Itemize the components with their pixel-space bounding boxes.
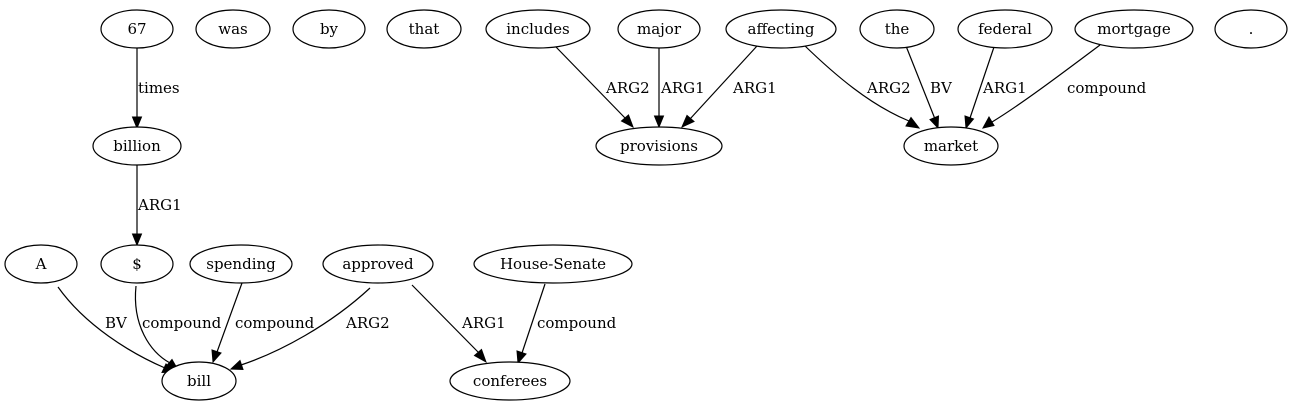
svg-text:spending: spending xyxy=(206,255,276,273)
node-the: the xyxy=(859,9,935,49)
svg-text:major: major xyxy=(637,20,682,38)
edge-approved-conferees: ARG1 xyxy=(411,284,506,364)
node-approved: approved xyxy=(322,244,434,284)
edge-mortgage-market: compound xyxy=(982,44,1147,129)
svg-text:market: market xyxy=(924,137,978,155)
svg-text:provisions: provisions xyxy=(620,137,698,155)
edge-affecting-provisions: ARG1 xyxy=(681,45,777,128)
edge-label-times: times xyxy=(138,79,180,97)
edge-label-arg2: ARG2 xyxy=(605,79,650,97)
svg-text:was: was xyxy=(218,20,247,38)
edge-label-arg1: ARG1 xyxy=(732,79,777,97)
node-67: 67 xyxy=(100,9,174,49)
edge-label-bv: BV xyxy=(930,79,953,97)
svg-text:.: . xyxy=(1249,20,1254,38)
svg-text:billion: billion xyxy=(113,137,161,155)
node-billion: billion xyxy=(92,126,182,166)
node-bill: bill xyxy=(161,361,237,401)
node-provisions: provisions xyxy=(595,126,723,166)
svg-text:$: $ xyxy=(132,255,142,273)
node-conferees: conferees xyxy=(449,361,571,401)
svg-text:the: the xyxy=(885,20,910,38)
svg-text:by: by xyxy=(320,20,339,38)
edge-spending-bill: compound xyxy=(211,282,315,364)
edge-label-compound: compound xyxy=(537,314,617,332)
svg-text:affecting: affecting xyxy=(748,20,815,38)
edge-label-compound: compound xyxy=(235,314,315,332)
edge-dollar-bill: compound xyxy=(134,285,222,371)
node-A: A xyxy=(4,244,78,284)
edge-includes-provisions: ARG2 xyxy=(555,46,650,129)
node-mortgage: mortgage xyxy=(1074,9,1194,49)
node-federal: federal xyxy=(957,9,1053,49)
node-affecting: affecting xyxy=(725,9,837,49)
node-period: . xyxy=(1214,9,1288,49)
edge-affecting-market: ARG2 xyxy=(803,44,921,129)
svg-text:bill: bill xyxy=(187,372,211,390)
edge-label-arg2: ARG2 xyxy=(866,79,911,97)
edge-the-market: BV xyxy=(905,45,953,130)
edge-federal-market: ARG1 xyxy=(964,46,1027,130)
svg-text:House-Senate: House-Senate xyxy=(500,255,606,273)
edge-label-arg2: ARG2 xyxy=(345,314,390,332)
node-spending: spending xyxy=(189,244,293,284)
edge-label-arg1: ARG1 xyxy=(660,79,705,97)
edge-major-provisions: ARG1 xyxy=(653,47,705,129)
svg-text:67: 67 xyxy=(127,20,146,38)
node-dollar: $ xyxy=(100,244,174,284)
edge-billion-dollar: ARG1 xyxy=(131,165,182,247)
edge-approved-bill: ARG2 xyxy=(229,287,390,371)
svg-text:mortgage: mortgage xyxy=(1097,20,1171,38)
edge-label-bv: BV xyxy=(105,314,128,332)
node-was: was xyxy=(195,9,271,49)
edge-67-billion: times xyxy=(131,47,180,130)
svg-text:approved: approved xyxy=(342,255,414,273)
node-includes: includes xyxy=(485,9,591,49)
node-by: by xyxy=(292,9,366,49)
edge-house-senate-conferees: compound xyxy=(516,283,617,365)
svg-text:that: that xyxy=(409,20,440,38)
node-that: that xyxy=(386,9,462,49)
node-house-senate: House-Senate xyxy=(473,244,633,284)
svg-text:federal: federal xyxy=(978,20,1032,38)
node-market: market xyxy=(903,126,999,166)
edge-label-arg1: ARG1 xyxy=(461,314,506,332)
svg-text:conferees: conferees xyxy=(473,372,547,390)
edge-label-compound: compound xyxy=(142,314,222,332)
edge-label-arg1: ARG1 xyxy=(137,196,182,214)
svg-text:includes: includes xyxy=(506,20,570,38)
svg-text:A: A xyxy=(35,255,47,273)
node-major: major xyxy=(617,9,701,49)
edge-label-compound: compound xyxy=(1067,79,1147,97)
edge-label-arg1: ARG1 xyxy=(982,79,1027,97)
